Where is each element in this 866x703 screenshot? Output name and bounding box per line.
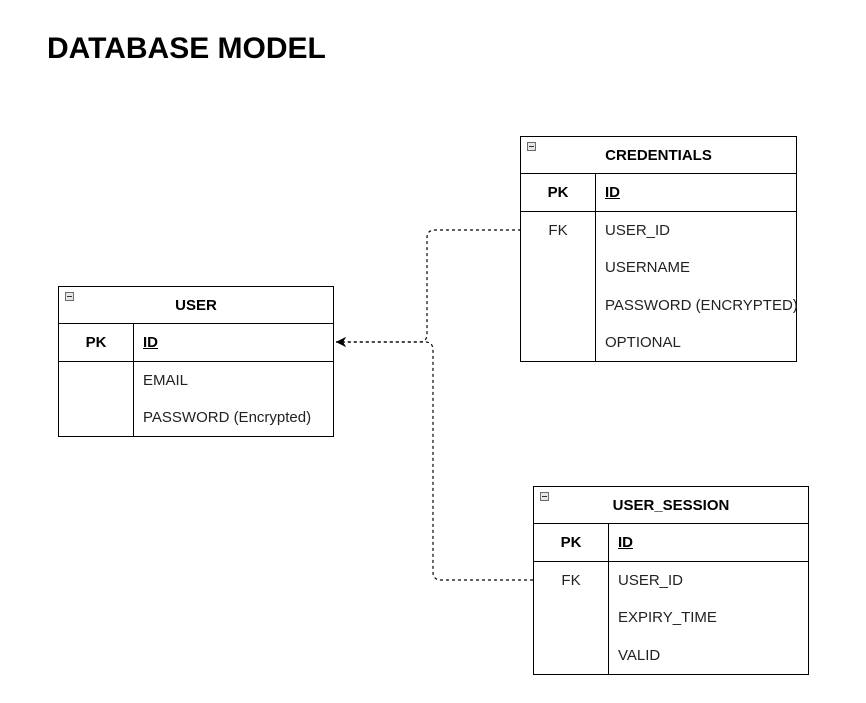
key-column: FK [534,562,609,674]
pk-label: PK [521,174,596,211]
pk-label: PK [59,324,134,361]
pk-field: ID [605,184,620,201]
entity-name: CREDENTIALS [605,146,712,164]
field-expiry-time[interactable]: EXPIRY_TIME [618,609,717,627]
field-column: EMAIL PASSWORD (Encrypted) [134,362,311,436]
primary-key-row[interactable]: PK ID [521,174,796,212]
collapse-icon[interactable] [527,142,536,151]
collapse-icon[interactable] [540,492,549,501]
field-username[interactable]: USERNAME [605,259,691,277]
field-column: USER_ID USERNAME PASSWORD (ENCRYPTED) OP… [596,212,798,361]
diagram-title: DATABASE MODEL [47,32,326,65]
primary-key-row[interactable]: PK ID [534,524,808,562]
key-column: FK [521,212,596,361]
pk-field: ID [618,534,633,551]
field-column: USER_ID EXPIRY_TIME VALID [609,562,717,674]
entity-name: USER [175,296,217,314]
entity-header[interactable]: USER_SESSION [534,487,808,524]
user-session-user-relationship-line[interactable] [336,337,533,581]
field-email[interactable]: EMAIL [143,372,189,389]
entity-header[interactable]: USER [59,287,333,324]
field-user-id[interactable]: USER_ID [605,222,671,240]
pk-field: ID [143,334,158,351]
entity-header[interactable]: CREDENTIALS [521,137,796,174]
pk-label: PK [534,524,609,561]
key-column [59,362,134,436]
field-optional[interactable]: OPTIONAL [605,333,681,351]
entity-name: USER_SESSION [612,496,730,514]
entity-fields: EMAIL PASSWORD (Encrypted) [59,362,333,436]
fk-label: FK [548,222,568,240]
entity-user-session[interactable]: USER_SESSION PK ID FK USER_ID EXPIRY_TIM… [533,486,809,675]
fk-label: FK [561,572,581,590]
credentials-user-relationship-line[interactable] [336,229,521,347]
field-valid[interactable]: VALID [618,646,661,664]
entity-credentials[interactable]: CREDENTIALS PK ID FK USER_ID USERNAME PA… [520,136,798,362]
primary-key-row[interactable]: PK ID [59,324,333,362]
collapse-icon[interactable] [65,292,74,301]
entity-user[interactable]: USER PK ID EMAIL PASSWORD (Encrypted) [58,286,334,437]
field-password[interactable]: PASSWORD (Encrypted) [143,409,312,426]
field-password[interactable]: PASSWORD (ENCRYPTED) [605,296,798,314]
entity-fields: FK USER_ID EXPIRY_TIME VALID [534,562,808,674]
field-user-id[interactable]: USER_ID [618,572,684,590]
entity-fields: FK USER_ID USERNAME PASSWORD (ENCRYPTED)… [521,212,798,361]
